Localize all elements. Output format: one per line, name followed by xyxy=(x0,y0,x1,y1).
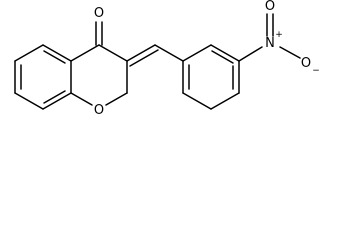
carbonyl-oxygen-label: O xyxy=(94,6,104,21)
bond xyxy=(126,44,156,62)
nitro-nitrogen-label: N xyxy=(265,36,275,51)
bond xyxy=(70,44,100,62)
bond xyxy=(182,92,212,110)
bond xyxy=(42,44,72,62)
bond xyxy=(129,49,159,67)
bond xyxy=(42,92,72,110)
nitro-oxygen-right-label: O xyxy=(301,56,311,71)
bond xyxy=(70,92,93,106)
nitro-oxygen-top-label: O xyxy=(265,0,275,14)
nitrogen-positive-charge: + xyxy=(275,30,283,40)
exocyclic-double-bond xyxy=(126,44,184,67)
oxygen-negative-charge: − xyxy=(312,66,320,76)
bond xyxy=(154,44,184,62)
pyranone-ring xyxy=(70,21,128,106)
bond xyxy=(14,44,44,62)
double-bond-inner xyxy=(43,50,66,64)
bond xyxy=(210,92,240,110)
bond xyxy=(238,46,263,62)
double-bond-inner xyxy=(43,90,66,104)
double-bond-inner xyxy=(211,50,234,64)
bond xyxy=(105,92,128,106)
bond xyxy=(98,44,128,62)
benzo-ring xyxy=(14,44,72,110)
nitro-group xyxy=(238,13,301,62)
chemical-structure-diagram: O O N + O O − xyxy=(14,0,320,118)
bond xyxy=(14,92,44,110)
bond xyxy=(182,44,212,62)
bond xyxy=(210,44,240,62)
ring-oxygen-label: O xyxy=(94,103,104,118)
nitrophenyl-ring xyxy=(182,44,240,110)
n-o-single-bond xyxy=(279,46,301,59)
